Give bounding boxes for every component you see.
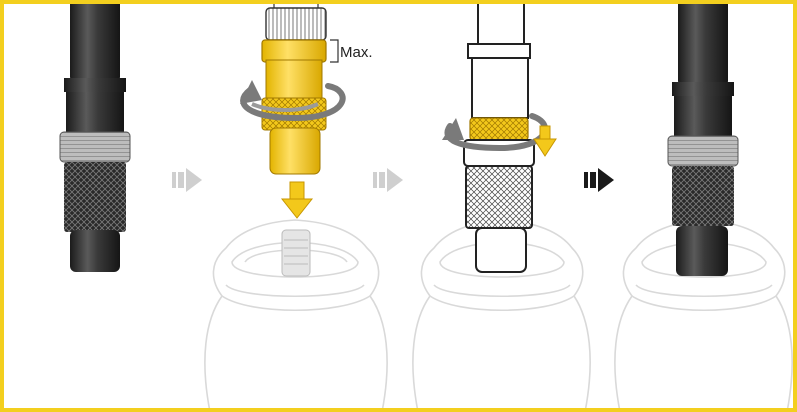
connector-outline-panel-3 [442,0,557,273]
connector-yellow-panel-2: Max. [240,0,373,277]
double-right-arrow-dark-icon [584,168,614,192]
socket-pin [281,229,311,277]
double-right-arrow-light-icon [373,168,403,192]
connector-installed-panel-4 [667,0,739,276]
connector-assembled-panel-1 [59,0,131,272]
down-arrow-icon [280,181,314,219]
rotate-arrow-icon [240,80,346,122]
down-arrow-icon [533,125,557,157]
double-right-arrow-light-icon [172,168,202,192]
max-label: Max. [340,44,373,61]
